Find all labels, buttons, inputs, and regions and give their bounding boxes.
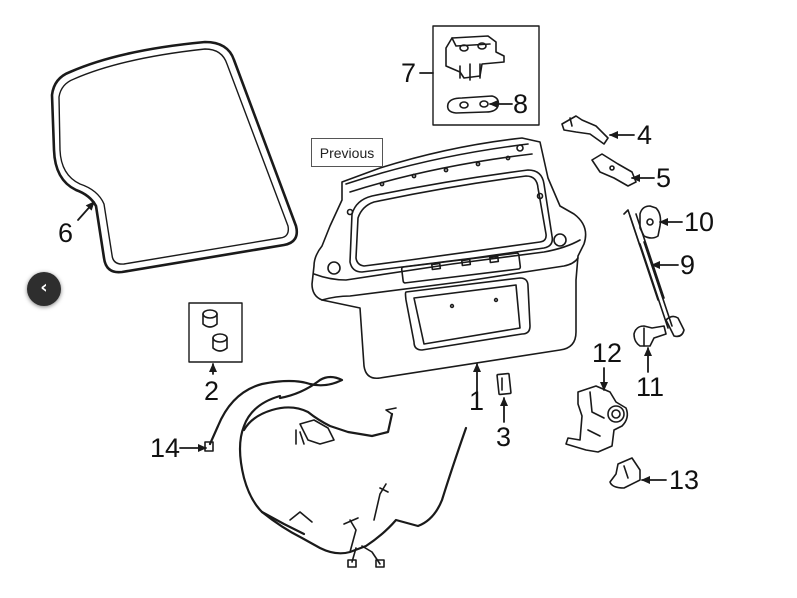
callout-12: 12	[592, 338, 622, 368]
chevron-left-icon: ‹	[40, 277, 48, 298]
part-10-ball-stud	[639, 205, 662, 239]
callout-4: 4	[637, 120, 652, 150]
callout-1: 1	[469, 386, 484, 416]
part-3-pad	[496, 372, 512, 396]
callout-10: 10	[684, 207, 714, 237]
leader-lines	[77, 72, 683, 484]
callout-3: 3	[496, 422, 511, 452]
callout-14: 14	[150, 433, 180, 463]
part-13-clip	[609, 457, 641, 489]
part-2-bumper-box	[188, 302, 243, 363]
callout-5: 5	[656, 163, 671, 193]
back-button[interactable]: ‹	[27, 272, 61, 306]
callout-6: 6	[58, 218, 73, 248]
part-1-liftgate	[311, 137, 587, 380]
part-14-wire-harness	[204, 375, 468, 568]
callout-7: 7	[401, 58, 416, 88]
part-4-bracket	[561, 115, 609, 145]
previous-button[interactable]: Previous	[311, 138, 383, 167]
callout-8: 8	[513, 89, 528, 119]
callout-11: 11	[636, 372, 664, 402]
part-12-latch	[565, 385, 629, 453]
callout-9: 9	[680, 250, 695, 280]
callout-labels: 1 2 3 4 5 6 7 8 9 10 11 12 13 14	[58, 58, 714, 495]
part-11-ball-stud	[633, 325, 667, 347]
part-5-bracket	[591, 153, 637, 187]
callout-2: 2	[204, 376, 219, 406]
callout-13: 13	[669, 465, 699, 495]
part-6-weatherstrip	[50, 40, 299, 274]
part-7-8-hinge-box	[432, 25, 540, 126]
part-9-gas-strut	[623, 209, 685, 338]
